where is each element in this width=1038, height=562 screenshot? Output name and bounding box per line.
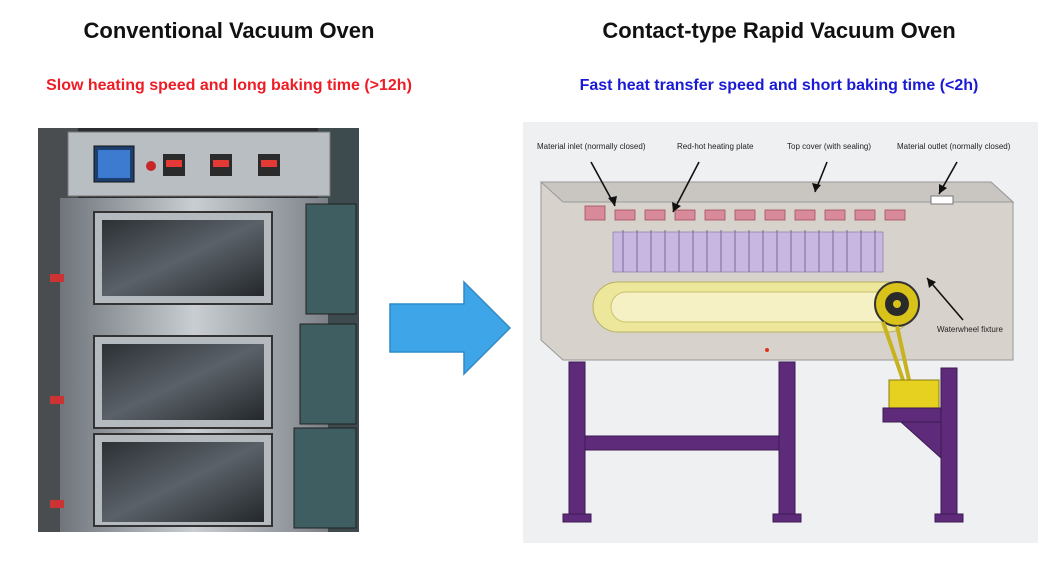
rapid-oven-diagram: Material inlet (normally closed) Red-hot… [523,122,1038,543]
callout-heating-plate: Red-hot heating plate [677,142,754,151]
conventional-oven-photo [38,128,359,532]
transition-arrow [389,280,512,376]
left-subtitle: Slow heating speed and long baking time … [46,77,412,94]
callout-top-cover: Top cover (with sealing) [787,142,871,151]
callout-material-inlet: Material inlet (normally closed) [537,142,646,151]
right-subtitle: Fast heat transfer speed and short bakin… [579,77,979,94]
right-title: Contact-type Rapid Vacuum Oven [602,18,956,43]
callout-material-outlet: Material outlet (normally closed) [897,142,1011,151]
callout-waterwheel: Waterwheel fixture [937,325,1004,334]
left-title: Conventional Vacuum Oven [83,18,375,43]
